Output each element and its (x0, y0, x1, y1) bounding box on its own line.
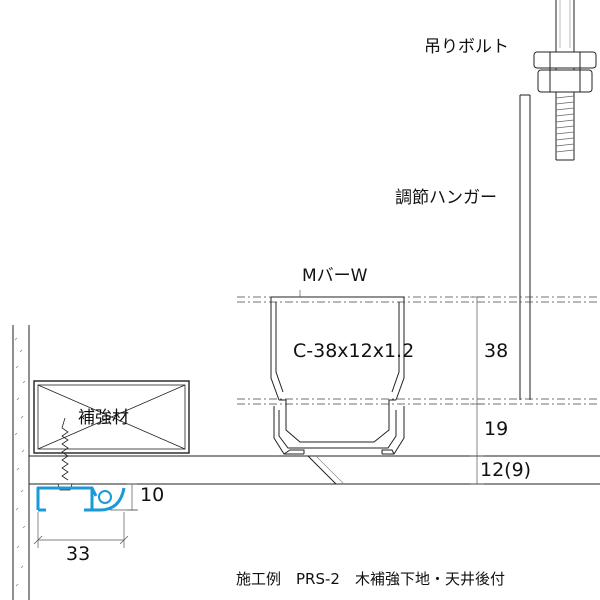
channel-label: C-38x12x1.2 (293, 340, 415, 362)
dim-38-label: 38 (484, 340, 509, 362)
dim-10-label: 10 (140, 484, 165, 506)
screw (57, 417, 73, 491)
hanger-label: 調節ハンガー (395, 188, 497, 208)
m-bar-w (273, 406, 405, 455)
channel-guide-lines (237, 296, 600, 405)
dimension-lines (33, 290, 484, 548)
wood-reinforcement (33, 380, 190, 454)
hex-nut (533, 51, 597, 93)
dim-19-label: 19 (484, 418, 509, 440)
ceiling-board (29, 455, 600, 485)
bolt-label: 吊りボルト (424, 37, 509, 57)
wall-section (12, 325, 30, 600)
dim-12-label: 12(9) (480, 459, 532, 481)
edge-profile (36, 486, 126, 512)
reinforcement-label: 補強材 (78, 408, 129, 428)
bolt-thread (555, 95, 575, 153)
c-channel (270, 296, 405, 410)
mbar-label: MバーW (302, 266, 368, 286)
caption: 施工例 PRS-2 木補強下地・天井後付 (236, 570, 505, 588)
adjustable-hanger (519, 94, 531, 400)
dim-33-label: 33 (66, 543, 91, 565)
